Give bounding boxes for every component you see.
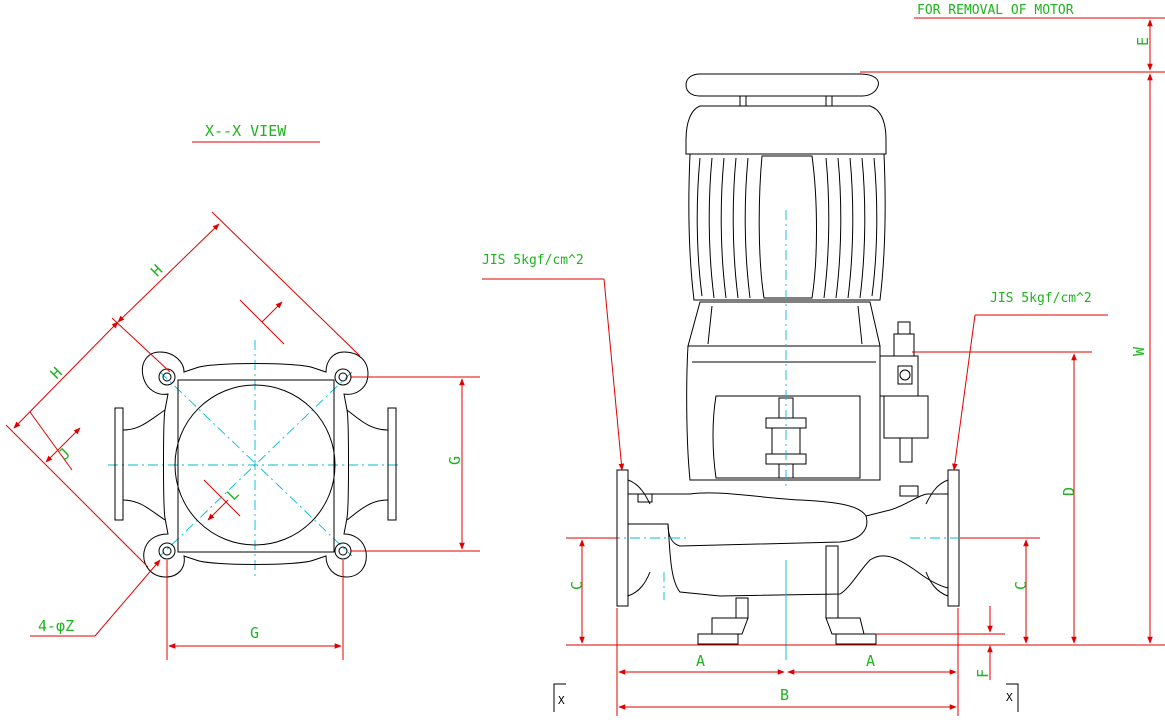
c-label-left: C xyxy=(568,581,586,590)
l-dim-bottom xyxy=(207,499,229,521)
a-label-left: A xyxy=(696,652,705,670)
cap-support-right xyxy=(825,95,833,107)
casing-plug-right xyxy=(899,485,919,497)
x-x-view: X--X VIEW H H J L G G 4-φZ xyxy=(5,122,480,660)
coupling-window xyxy=(712,395,861,479)
pump-volute xyxy=(627,492,868,547)
right-flange xyxy=(387,407,397,521)
w-label: W xyxy=(1130,346,1148,356)
right-nozzle xyxy=(346,409,389,521)
g-label-horizontal: G xyxy=(250,624,259,642)
bolt-hole-br-inner xyxy=(338,546,348,556)
pump-elevation: JIS 5kgf/cm^2 JIS 5kgf/cm^2 FOR REMOVAL … xyxy=(482,3,1165,716)
gauge-nut xyxy=(897,365,913,385)
gauge-drain xyxy=(899,437,913,463)
centerline-diag-2 xyxy=(159,371,353,557)
a-label-right: A xyxy=(866,652,875,670)
support-leg-left xyxy=(735,597,749,619)
foot-left-upper xyxy=(711,617,749,635)
flange-note-right: JIS 5kgf/cm^2 xyxy=(990,291,1092,306)
flange-note-right-leader xyxy=(952,314,976,471)
h-ext-2 xyxy=(111,317,171,373)
h-ext-3 xyxy=(5,424,149,568)
section-mark-right: X xyxy=(1006,691,1013,704)
l-dim-top xyxy=(261,301,283,323)
foot-right-upper xyxy=(825,617,865,635)
left-flange xyxy=(114,407,124,521)
motor-body xyxy=(688,153,886,301)
gauge-nut-hole xyxy=(899,369,911,381)
support-column-right xyxy=(825,545,839,619)
d-label: D xyxy=(1060,487,1078,496)
gauge-stem xyxy=(893,333,915,357)
casing-circle xyxy=(174,384,336,546)
f-label: F xyxy=(974,669,992,678)
section-mark-left: X xyxy=(558,694,565,707)
g-label-vertical: G xyxy=(446,456,464,465)
bolt-note-leader xyxy=(94,559,161,637)
left-nozzle xyxy=(122,409,166,521)
section-mark-right-bracket xyxy=(1006,683,1019,712)
section-mark-left-bracket xyxy=(553,683,566,712)
h-ext-1 xyxy=(211,211,361,357)
j-label: J xyxy=(55,444,74,463)
view-title: X--X VIEW xyxy=(205,122,287,140)
l-ext-bottom xyxy=(203,479,241,517)
motor-fan-cover xyxy=(685,105,887,155)
foot-pad-left xyxy=(697,633,739,645)
discharge-flange-neck xyxy=(925,479,949,597)
coupling-housing xyxy=(686,345,881,481)
c-label-right: C xyxy=(1012,581,1030,590)
pump-casing-lower xyxy=(628,493,949,597)
b-label: B xyxy=(780,686,789,704)
flange-note-left-leader xyxy=(603,278,625,471)
motor-removal-note: FOR REMOVAL OF MOTOR xyxy=(917,3,1074,18)
motor-cooling-fins xyxy=(696,155,878,299)
bolt-hole-tr xyxy=(334,368,352,386)
bracket-rib-right xyxy=(857,305,863,345)
gauge-valve-lower xyxy=(883,395,929,439)
bolt-hole-bl-inner xyxy=(162,546,172,556)
bracket-rib-left xyxy=(707,305,713,345)
bolt-hole-bl xyxy=(158,542,176,560)
suction-flange-neck xyxy=(627,479,651,597)
cap-support-left xyxy=(739,95,747,107)
bolt-hole-tl xyxy=(158,368,176,386)
j-dim xyxy=(45,427,81,463)
base-plate-outline xyxy=(141,351,369,578)
bolt-hole-tl-inner xyxy=(162,372,172,382)
gauge-top-cap xyxy=(897,321,911,335)
motor-bracket xyxy=(687,301,881,347)
foot-pad-right xyxy=(835,633,877,645)
h-dim-lower xyxy=(13,321,119,429)
flange-note-left: JIS 5kgf/cm^2 xyxy=(482,253,584,268)
h-dim-upper xyxy=(117,223,220,323)
centerline-diag-1 xyxy=(159,371,353,557)
e-label: E xyxy=(1134,37,1152,46)
h-label-lower: H xyxy=(47,364,66,383)
bolt-hole-tr-inner xyxy=(338,372,348,382)
bolt-hole-br xyxy=(334,542,352,560)
bolt-note: 4-φZ xyxy=(38,617,74,635)
base-inner-square xyxy=(177,379,335,553)
motor-rain-cap xyxy=(685,73,879,97)
